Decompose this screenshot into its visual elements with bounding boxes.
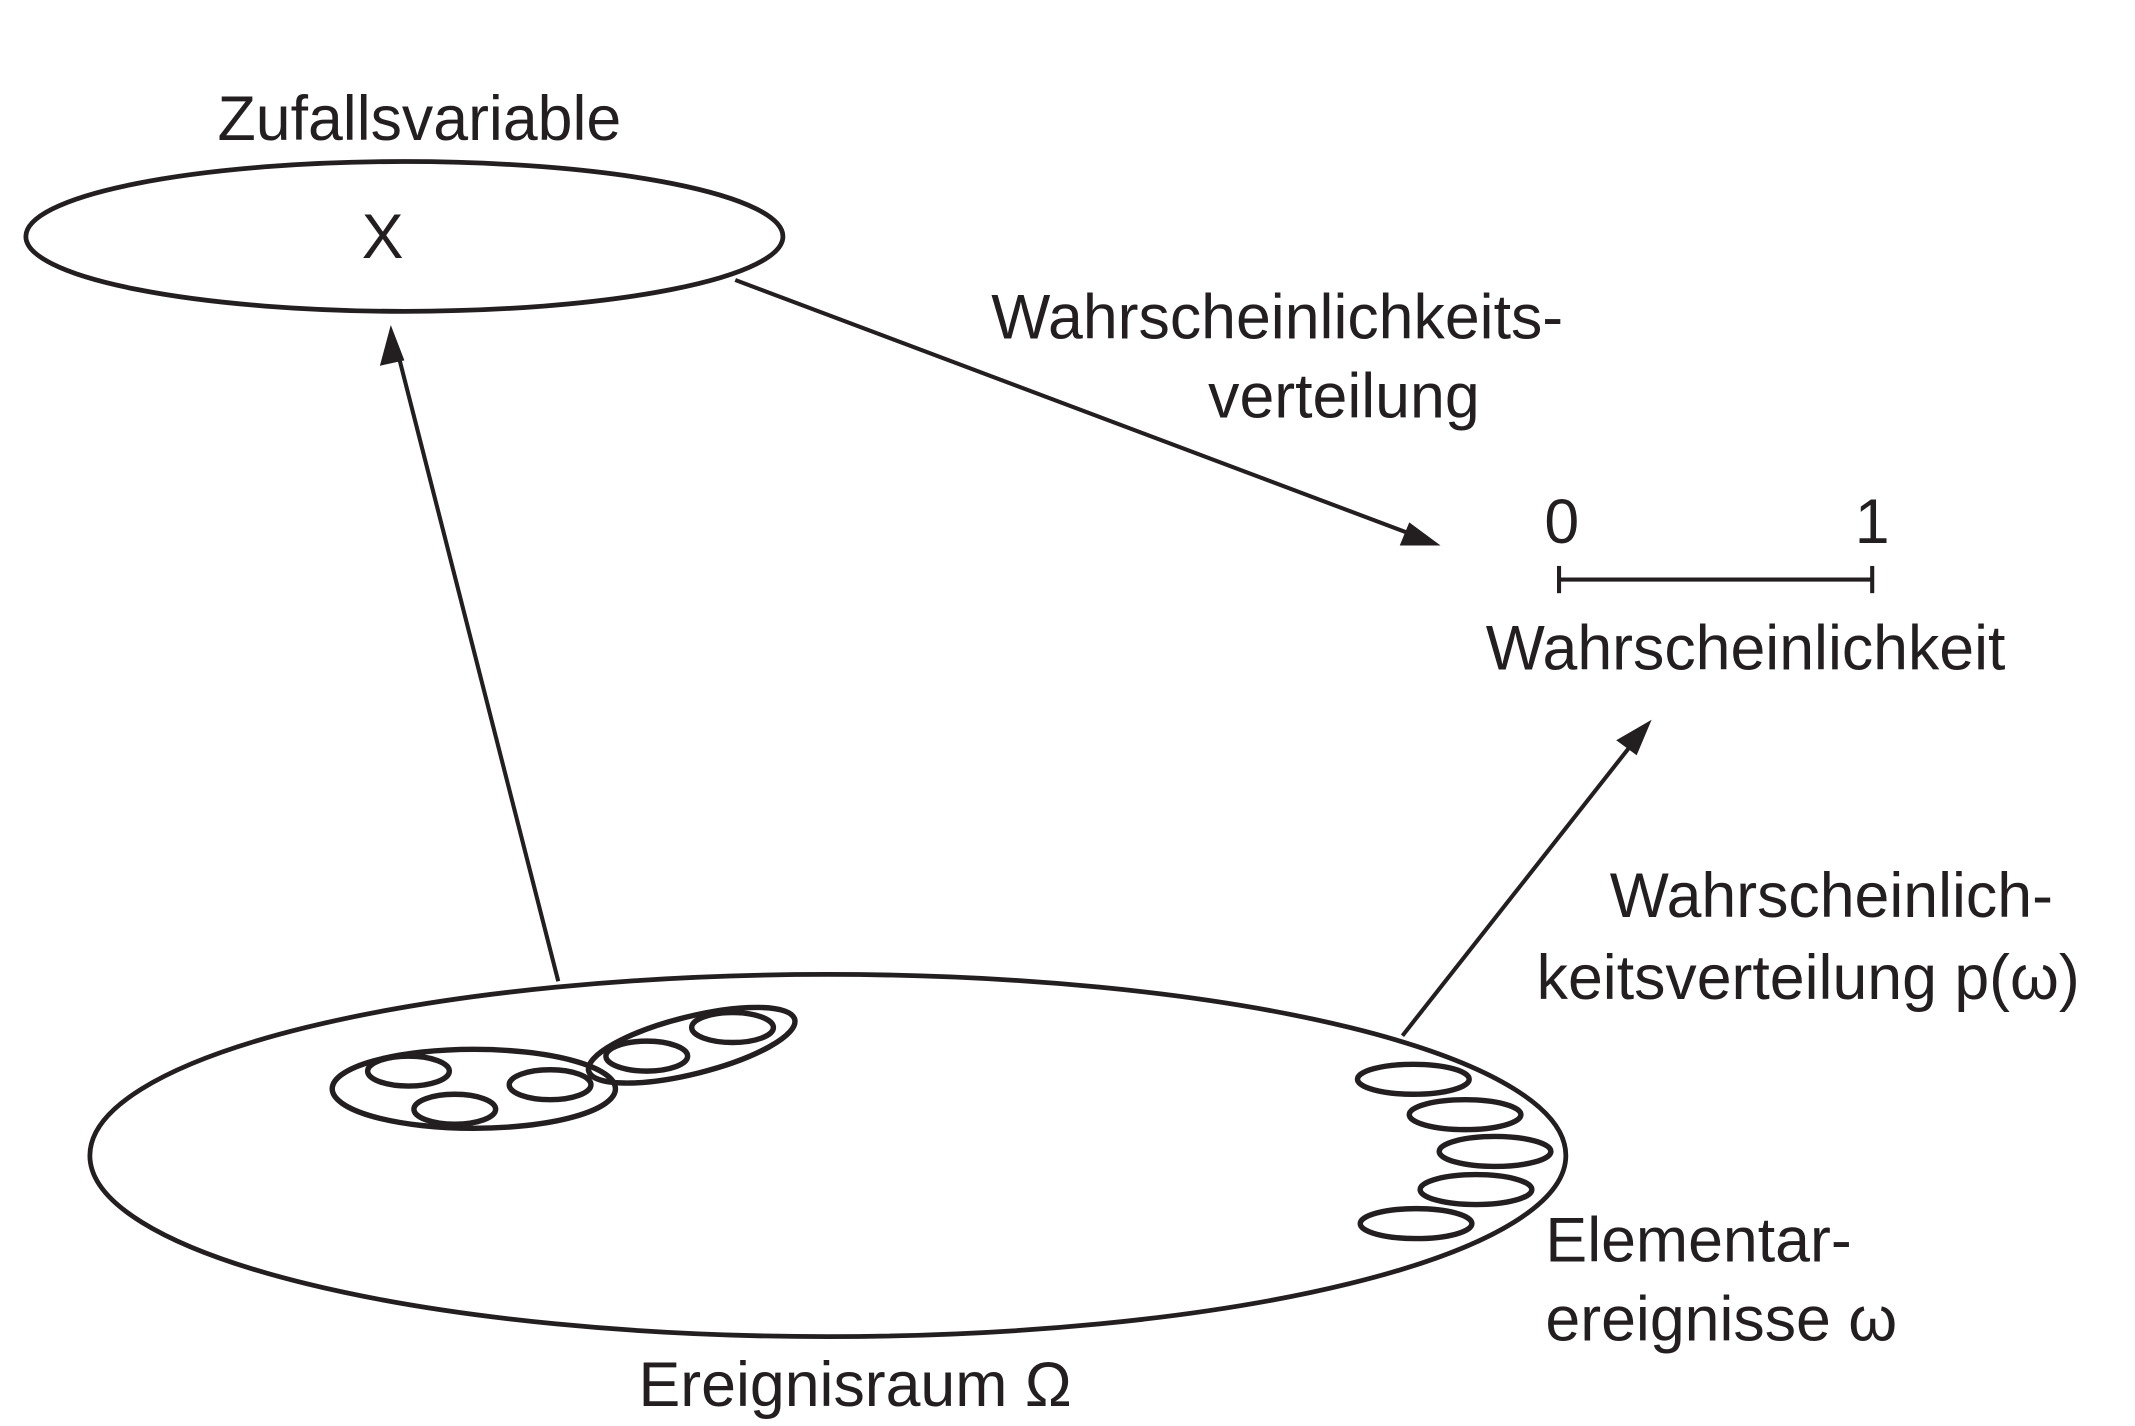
probability-scale-bar xyxy=(1556,565,1875,594)
event-space-ellipse xyxy=(87,972,1569,1339)
elementary-event xyxy=(603,1038,691,1074)
event-group-right xyxy=(585,1004,798,1086)
arrow-event-space-to-probability xyxy=(1400,719,1652,1037)
scale-min-label: 0 xyxy=(1544,487,1579,557)
scale-max-label: 1 xyxy=(1855,487,1890,557)
elementary-events-edge xyxy=(1354,1061,1554,1242)
elementary-event xyxy=(506,1067,594,1103)
arrow-event-space-to-random-variable xyxy=(379,324,561,982)
event-group-left xyxy=(329,1046,619,1132)
distribution-label-line1: Wahrscheinlichkeits- xyxy=(991,283,1563,353)
event-space-label: Ereignisraum Ω xyxy=(639,1350,1072,1420)
elementary-distribution-line2: keitsverteilung p(ω) xyxy=(1537,943,2080,1013)
elementary-distribution-line1: Wahrscheinlich- xyxy=(1610,861,2053,931)
elementary-event xyxy=(1354,1061,1472,1097)
random-variable-title: Zufallsvariable xyxy=(217,84,621,154)
random-variable-symbol: X xyxy=(362,202,404,272)
elementary-event xyxy=(1436,1133,1554,1170)
probability-label: Wahrscheinlichkeit xyxy=(1486,613,2006,683)
arrow-random-variable-to-probability xyxy=(734,278,1441,546)
elementary-event xyxy=(364,1053,453,1089)
elementary-event xyxy=(1417,1171,1535,1208)
elementary-event xyxy=(1357,1205,1475,1242)
elementary-events-line1: Elementar- xyxy=(1545,1206,1851,1276)
elementary-event xyxy=(688,1009,777,1046)
random-variable-ellipse xyxy=(23,159,786,314)
elementary-event xyxy=(411,1091,499,1127)
elementary-events-line2: ereignisse ω xyxy=(1545,1285,1897,1355)
distribution-label-line2: verteilung xyxy=(1208,362,1480,432)
elementary-event xyxy=(1406,1096,1524,1133)
